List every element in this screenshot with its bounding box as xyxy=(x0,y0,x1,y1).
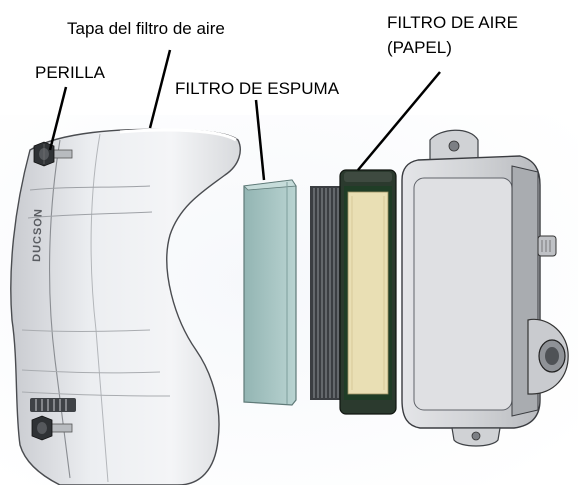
leader-line-foam xyxy=(254,99,266,181)
label-paper-filter-line2: (PAPEL) xyxy=(387,38,452,57)
label-paper-filter-line1: FILTRO DE AIRE xyxy=(387,13,518,32)
leader-line-cover xyxy=(148,49,172,129)
bottom-knob xyxy=(31,415,73,441)
label-foam-filter: FILTRO DE ESPUMA xyxy=(175,79,340,98)
cover-grille xyxy=(30,398,76,412)
leader-line-paper xyxy=(357,71,441,171)
paper-air-filter xyxy=(310,169,397,415)
filter-housing xyxy=(401,129,569,447)
label-cover: Tapa del filtro de aire xyxy=(67,19,225,38)
paper-pleats xyxy=(310,186,344,400)
air-filter-cover: DUCSON xyxy=(10,128,241,485)
label-knob: PERILLA xyxy=(35,63,105,82)
top-knob xyxy=(33,141,73,167)
leader-line-knob xyxy=(48,86,68,151)
foam-filter xyxy=(243,179,297,406)
housing-side-button xyxy=(537,235,557,257)
brand-logo: DUCSON xyxy=(31,208,45,262)
housing-intake-port xyxy=(527,318,569,395)
